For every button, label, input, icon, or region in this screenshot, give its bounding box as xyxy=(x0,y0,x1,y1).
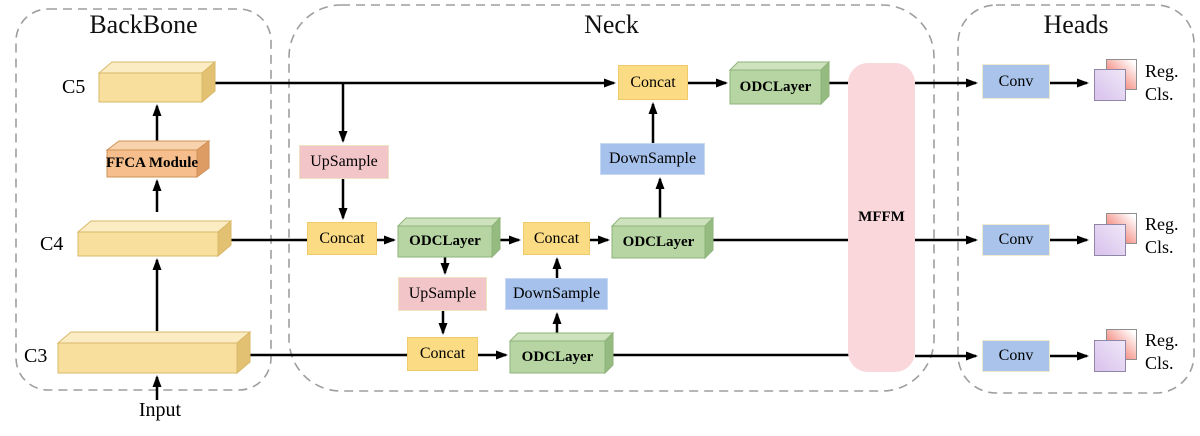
reg-label-2: Reg. xyxy=(1145,214,1179,234)
conv-box-3: Conv xyxy=(982,340,1050,372)
concat-box-1: Concat xyxy=(618,65,688,100)
c4-feature-box xyxy=(76,219,233,258)
backbone-title: BackBone xyxy=(89,10,198,39)
cls-label-1: Cls. xyxy=(1145,84,1174,104)
backbone-container xyxy=(15,8,272,391)
upsample-box-1: UpSample xyxy=(299,145,389,179)
downsample-box-1: DownSample xyxy=(600,143,705,175)
odclayer-box-1 xyxy=(728,60,831,106)
c5-label: C5 xyxy=(62,76,86,98)
concat-box-2: Concat xyxy=(307,222,377,255)
heads-title: Heads xyxy=(1043,10,1109,39)
cls-label-2: Cls. xyxy=(1145,237,1174,257)
ffca-module-box xyxy=(105,140,211,178)
c4-label: C4 xyxy=(40,233,64,255)
odclayer-box-2 xyxy=(396,216,502,259)
reg-label-1: Reg. xyxy=(1145,61,1179,81)
c3-label: C3 xyxy=(24,345,48,367)
input-label: Input xyxy=(138,399,182,421)
odclayer-label-3: ODCLayer xyxy=(622,233,695,250)
cls-label-3: Cls. xyxy=(1145,353,1174,373)
conv-box-2: Conv xyxy=(982,224,1050,256)
odclayer-label-2: ODCLayer xyxy=(409,233,481,249)
cls-output-square-3 xyxy=(1094,340,1126,372)
cls-output-square-1 xyxy=(1094,69,1126,101)
neck-title: Neck xyxy=(584,10,639,39)
upsample-box-2: UpSample xyxy=(398,277,487,311)
concat-box-3: Concat xyxy=(523,222,590,255)
odclayer-label-4: ODCLayer xyxy=(521,348,594,365)
neck-container xyxy=(288,4,935,392)
reg-label-3: Reg. xyxy=(1145,330,1179,350)
cls-output-square-2 xyxy=(1094,224,1126,256)
heads-container xyxy=(957,4,1195,394)
concat-box-4: Concat xyxy=(407,337,478,371)
odclayer-box-4 xyxy=(508,331,615,375)
conv-box-1: Conv xyxy=(982,64,1050,99)
odclayer-label-1: ODCLayer xyxy=(739,78,812,95)
mffm-box: MFFM xyxy=(848,63,915,372)
odclayer-box-3 xyxy=(610,216,715,260)
c3-feature-box xyxy=(56,330,252,375)
ffca-module-label: FFCA Module xyxy=(105,155,199,171)
c5-feature-box xyxy=(97,60,217,104)
downsample-box-2: DownSample xyxy=(505,278,608,310)
